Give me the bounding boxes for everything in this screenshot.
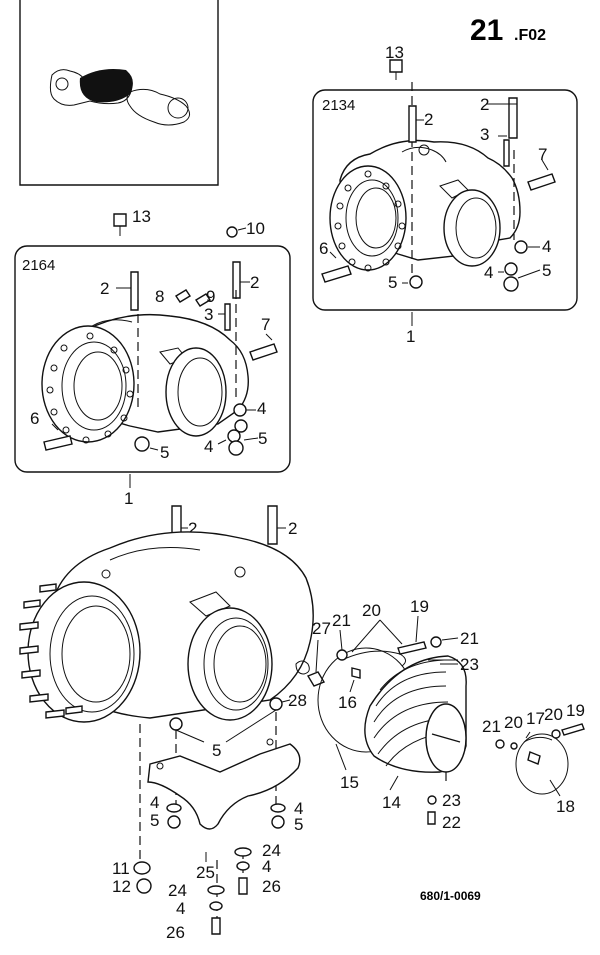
- callout-2-d: 2: [250, 273, 259, 292]
- callout-5-f: 5: [150, 811, 159, 830]
- callout-5-d: 5: [258, 429, 267, 448]
- variant-box-2164: 2 1 6 4: [14, 245, 291, 508]
- loose-parts-upper: 13 10: [113, 207, 265, 238]
- callout-21-b: 21: [460, 629, 479, 648]
- callout-16: 16: [338, 693, 357, 712]
- callout-5-g: 5: [294, 815, 303, 834]
- callout-14: 14: [382, 793, 401, 812]
- callout-5-b: 5: [542, 261, 551, 280]
- callout-4-c: 4: [257, 399, 266, 418]
- callout-6-b: 6: [30, 409, 39, 428]
- callout-19-a: 19: [410, 597, 429, 616]
- callout-15: 15: [340, 773, 359, 792]
- callout-19-b: 19: [566, 701, 585, 720]
- variant-code-2134: 2134: [322, 97, 355, 114]
- callout-23-b: 23: [442, 791, 461, 810]
- callout-7: 7: [538, 145, 547, 164]
- variant-box-2134: 2134: [312, 43, 578, 346]
- callout-5-a: 5: [388, 273, 397, 292]
- page-number: 21: [470, 14, 503, 47]
- callout-17: 17: [526, 709, 545, 728]
- callout-1-lower: 1: [124, 489, 133, 508]
- callout-9: 9: [206, 287, 215, 306]
- callout-20-b: 20: [504, 713, 523, 732]
- callout-28: 28: [288, 691, 307, 710]
- callout-4-g: 4: [262, 857, 271, 876]
- callout-22: 22: [442, 813, 461, 832]
- locator-thumbnail: [19, 0, 219, 186]
- callout-8: 8: [155, 287, 164, 306]
- callout-3: 3: [480, 125, 489, 144]
- callout-20-a: 20: [362, 601, 381, 620]
- callout-2-f: 2: [288, 519, 297, 538]
- page-suffix: .F02: [514, 27, 546, 44]
- callout-25: 25: [196, 863, 215, 882]
- main-assembly: 2 2 5 28: [19, 505, 331, 942]
- callout-21-a: 21: [332, 611, 351, 630]
- callout-24-a: 24: [262, 841, 281, 860]
- callout-10: 10: [246, 219, 265, 238]
- variant-code-2164: 2164: [22, 257, 55, 274]
- callout-4-a: 4: [542, 237, 551, 256]
- callout-7-b: 7: [261, 315, 270, 334]
- callout-1-upper: 1: [406, 327, 415, 346]
- callout-2-b: 2: [480, 95, 489, 114]
- callout-26-b: 26: [166, 923, 185, 942]
- callout-24-b: 24: [168, 881, 187, 900]
- drawing-code: 680/1-0069: [420, 889, 481, 903]
- callout-2-c: 2: [100, 279, 109, 298]
- callout-4-f: 4: [294, 799, 303, 818]
- boot-assembly: 15 14 16 21 20 19 21 23: [317, 597, 585, 832]
- callout-4-b: 4: [484, 263, 493, 282]
- callout-3-b: 3: [204, 305, 213, 324]
- page-header: 21 .F02: [470, 14, 546, 47]
- callout-21-c: 21: [482, 717, 501, 736]
- callout-5-c: 5: [160, 443, 169, 462]
- callout-23-a: 23: [460, 655, 479, 674]
- callout-4-h: 4: [176, 899, 185, 918]
- callout-20-c: 20: [544, 705, 563, 724]
- callout-12: 12: [112, 877, 131, 896]
- callout-2-e: 2: [188, 519, 197, 538]
- callout-13-top: 13: [385, 43, 404, 62]
- callout-13-left: 13: [132, 207, 151, 226]
- callout-4-e: 4: [150, 793, 159, 812]
- callout-27: 27: [312, 619, 331, 638]
- callout-11: 11: [112, 859, 130, 878]
- callout-4-d: 4: [204, 437, 213, 456]
- callout-5-e: 5: [212, 741, 221, 760]
- callout-18: 18: [556, 797, 575, 816]
- callout-2-a: 2: [424, 110, 433, 129]
- callout-26-a: 26: [262, 877, 281, 896]
- callout-6: 6: [319, 239, 328, 258]
